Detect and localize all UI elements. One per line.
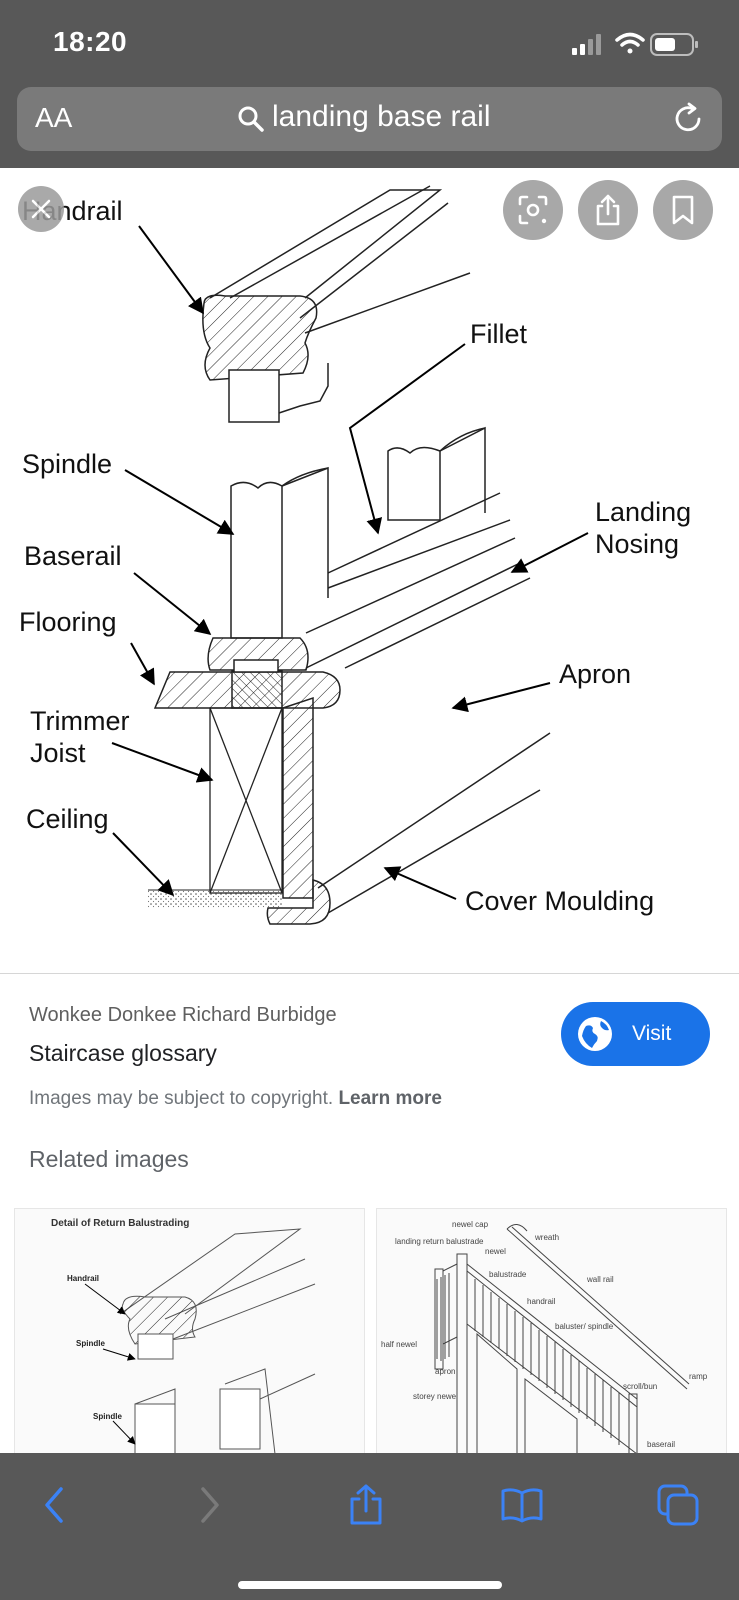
- related-images-heading: Related images: [29, 1146, 189, 1172]
- thumb2-label-landing-return: landing return balustrade: [395, 1237, 484, 1246]
- tabs-icon: [657, 1484, 699, 1526]
- save-button[interactable]: [653, 180, 713, 240]
- label-cover-moulding: Cover Moulding: [465, 886, 654, 916]
- visit-label: Visit: [632, 1022, 672, 1045]
- status-time: 18:20: [53, 26, 128, 57]
- search-icon: [238, 106, 264, 132]
- tabs-button[interactable]: [648, 1477, 708, 1533]
- share-icon: [596, 194, 620, 226]
- browser-toolbar: [0, 1453, 739, 1600]
- thumb2-label-ramp: ramp: [689, 1372, 708, 1381]
- apron-drawing: [282, 696, 314, 899]
- address-bar[interactable]: AA landing base rail: [17, 87, 722, 151]
- handrail-drawing: [202, 185, 471, 423]
- globe-icon: [578, 1017, 612, 1051]
- address-text[interactable]: landing base rail: [272, 100, 491, 133]
- label-fillet: Fillet: [470, 319, 528, 349]
- divider: [0, 973, 739, 974]
- thumb2-label-handrail: handrail: [527, 1297, 556, 1306]
- baserail-drawing: [207, 637, 309, 671]
- browser-top-bar: 18:20 AA landing: [0, 0, 739, 168]
- copyright-notice: Images may be subject to copyright. Lear…: [29, 1088, 442, 1110]
- thumb1-spindle-2: Spindle: [93, 1412, 122, 1421]
- status-icons: [569, 30, 709, 60]
- thumb2-label-baluster: baluster/ spindle: [555, 1322, 614, 1331]
- learn-more-link[interactable]: Learn more: [338, 1088, 442, 1109]
- thumb2-label-half-newel: half newel: [381, 1340, 417, 1349]
- battery-icon: [650, 33, 698, 56]
- back-icon: [45, 1487, 63, 1523]
- thumb2-label-storey-newel: storey newel: [413, 1392, 458, 1401]
- label-ceiling: Ceiling: [26, 804, 109, 834]
- thumb2-label-wreath: wreath: [534, 1233, 559, 1242]
- label-arrows: [111, 225, 589, 900]
- reload-icon[interactable]: [672, 102, 706, 136]
- thumb2-label-apron: apron: [435, 1367, 455, 1376]
- label-trimmer: Trimmer: [30, 706, 129, 736]
- label-flooring: Flooring: [19, 607, 117, 637]
- label-joist: Joist: [30, 738, 86, 768]
- label-landing: Landing: [595, 497, 691, 527]
- visit-button[interactable]: Visit: [561, 1002, 710, 1066]
- lens-icon: [518, 195, 548, 225]
- bookmark-icon: [672, 195, 694, 225]
- label-apron: Apron: [559, 659, 631, 689]
- rail-lines: [305, 492, 551, 914]
- thumb2-label-newel: newel: [485, 1247, 506, 1256]
- spindle-drawing: [230, 426, 486, 639]
- forward-icon: [201, 1487, 219, 1523]
- thumb2-label-balustrade: balustrade: [489, 1270, 527, 1279]
- cellular-signal-icon: [572, 34, 601, 55]
- thumb2-label-baserail: baserail: [647, 1440, 675, 1449]
- thumb2-label-scroll: scroll/bun: [623, 1382, 657, 1391]
- thumb1-title: Detail of Return Balustrading: [51, 1218, 189, 1229]
- bookmarks-icon: [501, 1488, 543, 1523]
- copyright-text: Images may be subject to copyright.: [29, 1088, 334, 1109]
- result-title[interactable]: Staircase glossary: [29, 1040, 217, 1066]
- label-spindle: Spindle: [22, 449, 112, 479]
- label-nosing: Nosing: [595, 529, 679, 559]
- share-page-button[interactable]: [336, 1477, 396, 1533]
- back-button[interactable]: [24, 1477, 84, 1533]
- ceiling-drawing: [148, 889, 283, 908]
- related-image-2[interactable]: newel cap landing return balustrade newe…: [376, 1208, 727, 1453]
- related-image-2-drawing: newel cap landing return balustrade newe…: [381, 1220, 708, 1453]
- wifi-icon: [615, 32, 645, 54]
- share-button[interactable]: [578, 180, 638, 240]
- label-baserail: Baserail: [24, 541, 122, 571]
- share-icon: [350, 1484, 382, 1525]
- source-name[interactable]: Wonkee Donkee Richard Burbidge: [29, 1004, 337, 1026]
- text-size-button[interactable]: AA: [35, 102, 73, 133]
- thumb1-handrail: Handrail: [67, 1274, 99, 1283]
- home-indicator: [238, 1581, 502, 1589]
- thumb1-spindle-1: Spindle: [76, 1339, 105, 1348]
- content-area: Handrail Fillet Spindle Baserail Landing…: [0, 168, 739, 1453]
- thumb2-label-wall-rail: wall rail: [586, 1275, 614, 1284]
- related-image-1-drawing: Detail of Return Balustrading Handrail S…: [51, 1218, 316, 1453]
- close-icon: [31, 199, 51, 219]
- cover-moulding-drawing: [266, 879, 331, 925]
- close-button[interactable]: [18, 186, 64, 232]
- related-image-1[interactable]: Detail of Return Balustrading Handrail S…: [14, 1208, 365, 1453]
- status-icons-svg: [572, 32, 698, 56]
- thumb2-label-newel-cap: newel cap: [452, 1220, 489, 1229]
- staircase-diagram: Handrail Fillet Spindle Baserail Landing…: [19, 185, 691, 925]
- bookmarks-button[interactable]: [492, 1477, 552, 1533]
- lens-button[interactable]: [503, 180, 563, 240]
- trimmer-joist-drawing: [209, 707, 283, 894]
- forward-button[interactable]: [180, 1477, 240, 1533]
